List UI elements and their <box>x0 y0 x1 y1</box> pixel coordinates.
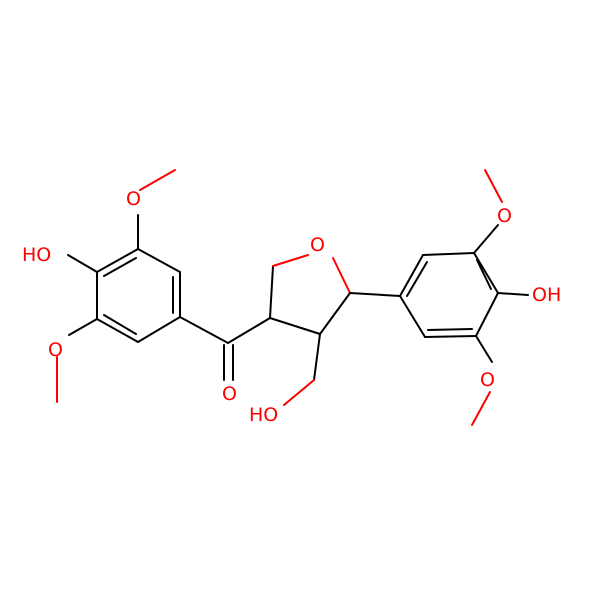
left-aryl-ring <box>96 248 181 343</box>
bond <box>332 257 351 294</box>
bond <box>422 252 475 256</box>
bond <box>269 265 274 319</box>
bond <box>272 254 309 267</box>
bond <box>476 259 492 290</box>
atom-label-o-ring: O <box>310 234 325 256</box>
bond <box>484 169 503 203</box>
bond <box>227 317 271 344</box>
atom-label-o-bottom-right: O <box>480 369 495 391</box>
right-aryl-ring <box>399 252 499 338</box>
bond <box>473 224 499 254</box>
bond <box>103 314 137 335</box>
bond <box>137 248 181 273</box>
bond <box>406 261 428 297</box>
bond <box>424 335 477 338</box>
bond <box>399 254 424 297</box>
bond <box>179 316 229 344</box>
bond <box>497 292 529 296</box>
bond <box>319 292 351 335</box>
bond <box>137 316 181 343</box>
bond <box>471 391 491 426</box>
bond <box>475 292 499 337</box>
bond <box>349 292 401 297</box>
bond <box>475 335 493 363</box>
bond <box>96 318 139 343</box>
bond <box>67 254 98 273</box>
atom-label-o-bottom-left: O <box>48 339 63 361</box>
bond <box>139 169 176 191</box>
bond <box>473 252 499 294</box>
atom-label-ho-hydroxymethyl: HO <box>249 404 278 426</box>
bond <box>283 379 315 406</box>
bond <box>269 317 321 335</box>
atom-label-oh-right: OH <box>532 284 561 306</box>
bond <box>399 295 426 338</box>
atom-label-o-ketone: O <box>222 383 237 405</box>
bond <box>103 257 137 277</box>
bond <box>427 328 473 331</box>
bond <box>313 333 321 381</box>
bond <box>96 248 139 273</box>
atom-label-o-top-left: O <box>126 188 141 210</box>
atom-label-o-top-right: O <box>497 205 512 227</box>
tetrahydrofuran-ring <box>269 254 351 335</box>
bond <box>68 318 98 336</box>
atom-label-ho-left: HO <box>22 244 51 266</box>
